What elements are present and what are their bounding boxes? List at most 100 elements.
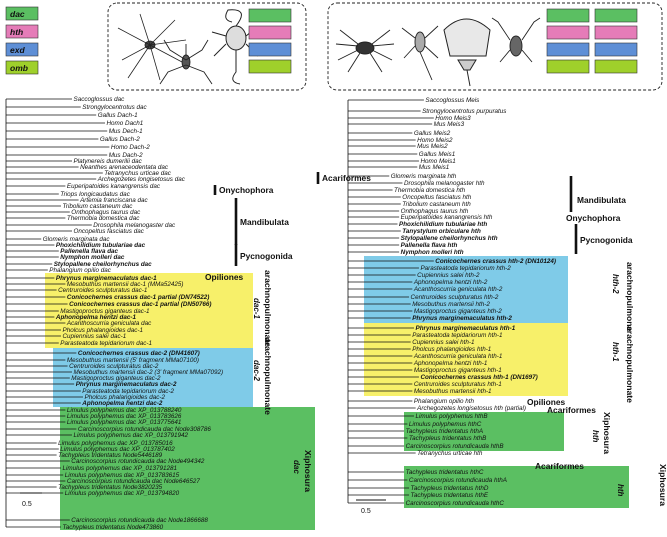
vlabel-hth2: hth-2 [611, 274, 620, 294]
left-tree-leaf-label: Gallus Dach-1 [98, 112, 138, 119]
left-tree-leaf-label: Pallenella flava dac [60, 248, 118, 255]
left-scale-bar: 0.5 [20, 492, 42, 508]
tarantula-illustration [335, 29, 395, 73]
left-tree-leaf-label: Phrynus marginemaculatus dac-1 [56, 275, 157, 282]
left-panel-swatch-hth [248, 25, 292, 40]
right-tree-leaf-label: Strongylocentrotus purpuratus [422, 108, 507, 115]
right-tree-leaf-label: Mus Meis3 [434, 121, 465, 128]
left-tree-leaf-label: Mesobuthus martensii (5' fragment MMa071… [67, 357, 199, 364]
xiphosura-hth-highlight-box-lower [404, 466, 629, 508]
legend-label-omb: omb [10, 63, 28, 73]
hth2-highlight-box [364, 256, 568, 323]
left-tree-leaf-label: Limulus polyphemus dac XP_013775641 [67, 419, 181, 426]
left-tree-leaf-label: Gallus Dach-2 [100, 136, 140, 143]
right-tree-leaf-label: Conicochernes crassus hth-1 (DN1697) [420, 374, 537, 381]
right-tree-leaf-label: Centruroides sculpturatus hth-2 [411, 294, 499, 301]
clade-label-mandibulata: Mandibulata [240, 217, 289, 227]
left-tree-leaf-label: Conicochernes crassus dac-2 (DN41607) [78, 350, 200, 357]
left-tree-leaf-label: Tachypleus tridentatus Node5446189 [58, 452, 163, 459]
left-tree-leaf-label: Limulus polyphemus dac XP_013785016 [58, 440, 173, 447]
right-tree-leaf-label: Phalangium opilio hth [414, 398, 475, 405]
right-panel-swatch-dac-2 [594, 8, 638, 23]
sea-spider-illustration [159, 39, 213, 85]
right-tree-leaf-label: Carcinoscorpius rotundicauda hthC [406, 500, 505, 507]
clade-label-pycnogonida: Pycnogonida [240, 251, 293, 261]
left-tree-leaf-label: Carcinoscorpius rotundicauda dac Node308… [78, 426, 212, 433]
right-tree-leaf-label: Glomeris marginata hth [391, 173, 457, 180]
right-tree-leaf-label: Tanystylum orbiculare hth [402, 228, 481, 235]
right-tree-leaf-label: Phoxichilidium tubulariae hth [399, 221, 487, 228]
right-tree-leaf-label: Drosophila melanogaster hth [404, 180, 485, 187]
left-tree-leaf-label: Pholcus phalangioides dac-2 [85, 394, 166, 401]
left-tree-leaf-label: Acanthoscurria geniculata dac [66, 320, 152, 327]
left-tree-leaf-label: Saccoglossus dac [74, 96, 126, 103]
left-tree-leaf-label: Limulus polyphemus dac XP_013783626 [67, 413, 182, 420]
clade-label-opiliones: Opiliones [205, 272, 244, 282]
right-tree-leaf-label: Homo Meis1 [420, 158, 455, 165]
left-tree-leaf-label: Onthophagus taurus dac [71, 209, 141, 216]
left-tree-leaf-label: Carcinoscorpius rotundicauda dac Node494… [71, 458, 205, 465]
dac1-highlight-box [45, 273, 253, 348]
left-tree-leaf-label: Limulus polyphemus dac XP_013788240 [67, 407, 182, 414]
horseshoe-crab-illustration [443, 18, 491, 87]
vlabel-arachnopulmone-hth2: arachnopulmone [625, 262, 635, 331]
gene-legend: dac hth exd omb [5, 6, 39, 75]
left-panel-swatch-omb [248, 59, 292, 74]
left-tree-leaf-label: Conicochernes crassus dac-1 partial (DN5… [69, 301, 211, 308]
right-tree-leaf-label: Mastigoproctus giganteus hth-2 [414, 308, 502, 315]
harvestman-illustration [117, 13, 187, 81]
left-tree-leaf-label: Mesobuthus martensii dac-2 (3' fragment … [74, 369, 224, 376]
left-clade-labels: Acariformes Onychophora Mandibulata Pycn… [205, 172, 371, 492]
right-tree-leaf-label: Stylopallene cheilorhynchus hth [401, 235, 498, 242]
vlabel-dac: dac [292, 460, 301, 474]
right-tree-leaf-label: Tribolium castaneum hth [402, 201, 471, 208]
right-tree-leaf-label: Onthophagus taurus hth [401, 208, 469, 215]
left-scale-label: 0.5 [22, 501, 32, 508]
left-tree-leaf-label: Oncopeltus fasciatus dac [74, 228, 145, 235]
left-tree-leaf-label: Tachypleus tridentatus Node3820235 [58, 484, 163, 491]
right-tree-leaf-label: Carcinoscorpius rotundicauda hthB [406, 443, 504, 450]
clade-label-pycnogonida-r: Pycnogonida [580, 235, 633, 245]
legend-swatch-omb [5, 60, 39, 75]
right-scale-bar: 0.5 [356, 499, 386, 515]
legend-swatch-exd [5, 42, 39, 57]
right-tree-leaf-label: Mus Meis2 [417, 143, 448, 150]
right-tree-leaf-label: Conicochernes crassus hth-2 (DN10124) [435, 258, 556, 265]
vlabel-xiphosura-hth-upper: Xiphosura [602, 412, 612, 454]
right-tree-leaf-label: Oncopeltus fasciatus hth [402, 194, 471, 201]
right-tree-leaf-label: Homo Meis3 [435, 115, 471, 122]
right-tree-leaf-label: Mastigoproctus giganteus hth-1 [414, 367, 502, 374]
left-tree-leaf-label: Phoxichilidium tubulariae dac [56, 242, 146, 249]
left-tree-leaf-label: Mastigoproctus giganteus dac-1 [60, 308, 149, 315]
left-tree-leaf-label: Triops longicaudatus dac [60, 191, 130, 198]
whip-scorpion-illustration [401, 25, 439, 81]
right-panel-swatch-exd-2 [594, 42, 638, 57]
left-tree-leaf-label: Mesobuthus martensii dac-1 (MMa52425) [67, 281, 184, 288]
right-tree-leaf-label: Homo Meis2 [417, 137, 453, 144]
left-tree-leaf-label: Limulus polyphemus dac XP_013794820 [65, 490, 180, 497]
left-tree-leaf-label: Aphonopelma hentzi dac-2 [81, 400, 163, 407]
right-panel-swatch-dac-1 [546, 8, 590, 23]
right-panel-frame [327, 2, 663, 91]
right-panel-swatch-exd-1 [546, 42, 590, 57]
right-tree-leaf-label: Phrynus marginemaculatus hth-1 [416, 325, 516, 332]
right-tree-leaf-label: Limulus polyphemus hthB [416, 413, 488, 420]
clade-label-opiliones-r: Opiliones [527, 397, 566, 407]
left-tree-leaf-label: Artemia franciscana dac [79, 197, 148, 204]
left-tree-leaf-label: Phalangium opilio dac [49, 267, 111, 274]
right-tree-leaf-label: Cupiennius salei hth-2 [417, 272, 480, 279]
right-scale-label: 0.5 [361, 508, 371, 515]
left-tree-leaf-label: Mastigoproctus giganteus dac-2 [71, 375, 161, 382]
right-tree-leaf-label: Tachypleus tridentatus hthC [406, 469, 484, 476]
right-tree-leaf-label: Saccoglossus Meis [425, 97, 480, 104]
left-tree-leaf-label: Drosophila melanogaster dac [93, 222, 176, 229]
right-panel-swatch-omb-2 [594, 59, 638, 74]
right-tree-leaf-label: Tachypleus tridentatus hthE [411, 492, 489, 499]
left-tree-leaf-label: Centruroides sculpturatus dac-1 [58, 287, 147, 294]
clade-label-onychophora: Onychophora [219, 185, 274, 195]
vlabel-hth-lower: hth [616, 484, 625, 497]
right-panel-swatch-hth-1 [546, 25, 590, 40]
left-tree-leaf-label: Glomeris marginata dac [43, 236, 111, 243]
left-tree-leaf-label: Parasteatoda tepidariorum dac-2 [82, 388, 174, 395]
